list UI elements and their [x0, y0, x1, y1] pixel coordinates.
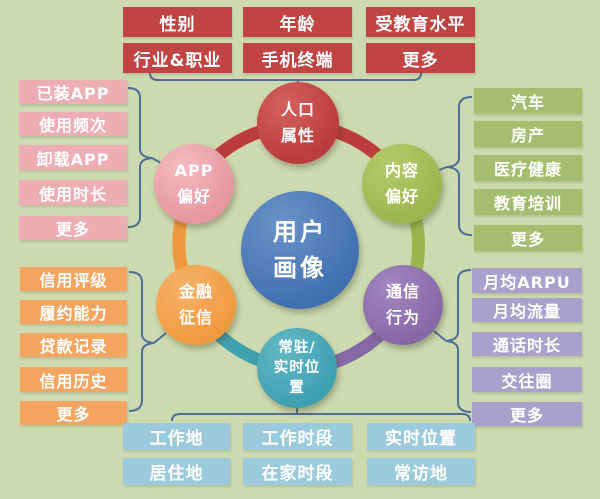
finance-item-performance: 履约能力: [20, 300, 127, 324]
node-demographics: 人口 属性: [257, 82, 339, 164]
telecom-item-arpu: 月均ARPU: [472, 268, 582, 293]
node-finance-credit-line2: 征信: [178, 308, 213, 327]
location-item-home-hours: 在家时段: [243, 458, 352, 485]
braces: [127, 72, 473, 422]
app-preference-item-more: 更多: [19, 216, 127, 240]
app-preference-item-installed: 已装APP: [19, 80, 127, 104]
node-finance-credit: 金融 征信: [156, 265, 236, 345]
node-content-preference-line2: 偏好: [384, 187, 419, 206]
demographics-item-industry: 行业&职业: [123, 43, 232, 73]
location-item-realtime: 实时位置: [367, 423, 475, 450]
node-location-line1: 常驻/: [278, 339, 316, 356]
demographics-item-age: 年龄: [243, 7, 352, 37]
brace-bottom: [171, 406, 471, 422]
telecom-item-social-circle: 交往圈: [472, 367, 582, 392]
node-telecom-behavior-line2: 行为: [385, 308, 420, 327]
node-telecom-behavior-line1: 通信: [385, 282, 420, 301]
content-item-more: 更多: [474, 225, 582, 251]
content-item-realestate: 房产: [474, 121, 582, 147]
node-location: 常驻/ 实时位 置: [257, 328, 337, 408]
app-preference-item-uninstalled: 卸载APP: [19, 145, 127, 170]
node-demographics-line2: 属性: [280, 126, 315, 146]
demographics-item-education: 受教育水平: [366, 7, 475, 37]
node-content-preference-line1: 内容: [384, 161, 419, 180]
location-item-residence: 居住地: [123, 458, 230, 485]
node-finance-credit-line1: 金融: [178, 282, 213, 301]
node-app-preference-line2: 偏好: [176, 187, 211, 206]
app-preference-item-duration: 使用时长: [19, 180, 127, 205]
node-content-preference: 内容 偏好: [362, 144, 442, 224]
finance-item-loan-record: 贷款记录: [20, 333, 127, 357]
node-app-preference: APP 偏好: [154, 144, 234, 224]
demographics-item-more: 更多: [366, 43, 475, 73]
telecom-item-call-duration: 通话时长: [472, 332, 582, 356]
brace-right-top: [438, 96, 473, 236]
demographics-item-terminal: 手机终端: [243, 43, 352, 73]
telecom-item-traffic: 月均流量: [472, 298, 582, 322]
brace-right-bottom: [433, 269, 472, 413]
finance-item-credit-rating: 信用评级: [20, 267, 127, 291]
finance-item-credit-history: 信用历史: [20, 367, 127, 392]
content-item-car: 汽车: [474, 88, 582, 114]
location-item-workplace: 工作地: [123, 423, 230, 450]
brace-left-top: [127, 87, 162, 228]
location-item-work-hours: 工作时段: [243, 423, 352, 450]
brace-left-bottom: [128, 271, 167, 412]
center-line1: 用户: [273, 217, 327, 246]
telecom-item-more: 更多: [472, 402, 582, 426]
finance-item-more: 更多: [20, 401, 127, 425]
app-preference-item-frequency: 使用频次: [19, 112, 127, 136]
demographics-item-gender: 性别: [123, 7, 232, 37]
location-item-frequent-places: 常访地: [367, 458, 475, 485]
content-item-education: 教育培训: [474, 189, 582, 215]
node-app-preference-line1: APP: [174, 161, 214, 180]
node-demographics-line1: 人口: [280, 99, 315, 119]
content-item-health: 医疗健康: [474, 155, 582, 181]
center-line2: 画像: [273, 254, 327, 283]
node-location-line2: 实时位: [273, 359, 321, 376]
node-location-line3: 置: [289, 379, 305, 396]
node-user-portrait-center: 用户 画像: [241, 191, 359, 309]
node-telecom-behavior: 通信 行为: [363, 265, 443, 345]
